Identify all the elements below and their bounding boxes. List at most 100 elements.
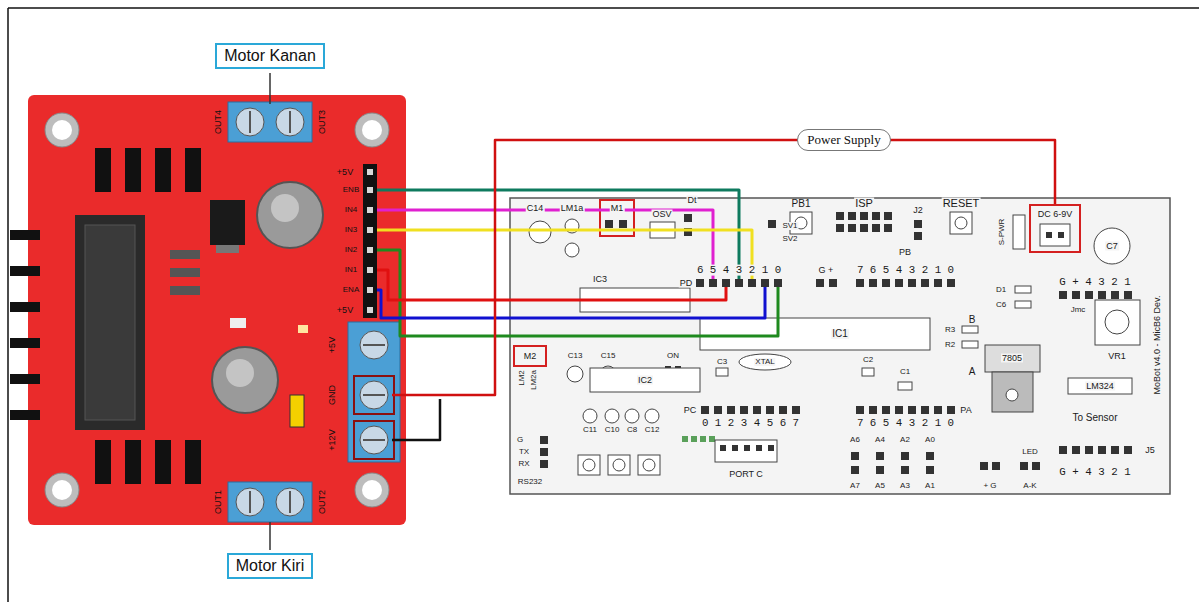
controller-board-part <box>540 436 548 468</box>
component-label: IC3 <box>592 275 608 284</box>
motor-driver-module-part <box>290 395 304 427</box>
motor-driver-module-part <box>355 473 389 507</box>
controller-board-part <box>1030 205 1080 252</box>
controller-board-part <box>851 452 934 474</box>
motor-driver-module-part <box>276 488 304 516</box>
motor-driver-module-part <box>362 480 382 500</box>
component-label: C11 <box>582 426 598 434</box>
motor-driver-module-part <box>212 347 278 413</box>
pin-label: OUT3 <box>318 110 327 134</box>
controller-board-part <box>565 243 579 257</box>
signal-wires <box>377 190 778 336</box>
motor-driver-module-part <box>228 482 312 522</box>
motor-driver-module-part <box>360 426 388 454</box>
controller-board-part <box>985 345 1040 372</box>
motor-driver-module-part <box>226 359 254 387</box>
controller-board-part <box>605 409 619 423</box>
motor-driver-module-part <box>354 376 394 414</box>
motor-driver-module-part <box>210 200 245 245</box>
motor-driver-module-part <box>10 302 40 312</box>
controller-board-part <box>701 406 800 414</box>
controller-board-part <box>1013 215 1025 249</box>
controller-board-part <box>720 445 774 451</box>
pin-label: +12V <box>328 429 337 450</box>
controller-board-part <box>684 214 776 236</box>
component-label: PC <box>683 406 698 415</box>
motor-driver-module-part <box>95 440 111 484</box>
controller-board-part <box>583 409 597 423</box>
controller-board-part <box>700 318 930 350</box>
controller-board-part <box>510 198 1170 494</box>
component-label: G + <box>818 266 835 275</box>
controller-board-part <box>613 459 625 471</box>
component-label: IC2 <box>637 376 653 385</box>
component-label: Jmc <box>1070 306 1087 314</box>
motor-driver-module-part <box>170 268 200 277</box>
controller-board-part <box>514 346 546 366</box>
component-label: RESET <box>942 198 981 209</box>
component-label: R2 <box>944 341 956 349</box>
motor-driver-module-part <box>249 491 251 513</box>
motor-driver-module-part <box>360 331 388 359</box>
component-label: 7 6 5 4 3 2 1 0 <box>857 418 954 429</box>
motor-driver-module-part <box>236 488 264 516</box>
component-label: DC 6-9V <box>1037 210 1074 219</box>
node-text: Power Supply <box>807 132 880 148</box>
motor-driver-module-part <box>354 421 394 459</box>
controller-board-part <box>1059 446 1132 454</box>
controller-board-part <box>955 217 967 229</box>
component-label: B <box>968 315 977 325</box>
controller-board-part <box>645 409 659 423</box>
component-label: A5 <box>874 482 886 490</box>
motor-driver-module-part <box>185 148 201 192</box>
controller-board-part <box>856 279 955 287</box>
component-label: SV2 <box>781 235 798 243</box>
controller-board-part <box>980 462 1040 470</box>
motor-driver-module-part <box>170 250 200 259</box>
controller-board-part <box>816 279 837 287</box>
motor-driver-module-part <box>355 113 389 147</box>
pin-label: IN4 <box>345 206 357 214</box>
motor-driver-module-part <box>363 344 385 346</box>
motor-driver-module-part <box>276 108 304 136</box>
motor-driver-module-part <box>230 318 246 328</box>
component-label: 7 6 5 4 3 2 1 0 <box>857 265 954 276</box>
component-label: C2 <box>862 356 874 364</box>
pin-label: OUT4 <box>214 110 223 134</box>
component-label: A7 <box>849 482 861 490</box>
pin-label: IN2 <box>345 246 357 254</box>
component-label: PORT C <box>728 470 764 479</box>
component-label: D1 <box>995 286 1007 294</box>
frame-lines-part <box>7 8 9 602</box>
component-label: A <box>968 367 977 377</box>
controller-board-part <box>682 436 715 442</box>
motor-driver-module-part <box>10 410 40 420</box>
component-label: C7 <box>1105 242 1119 251</box>
controller-board <box>510 198 1170 494</box>
pin-label: IN3 <box>345 226 357 234</box>
component-label: LM2 <box>518 369 526 387</box>
component-label: LM1a <box>560 204 585 213</box>
signal-wires-part <box>377 270 726 300</box>
controller-board-part <box>1095 300 1140 345</box>
signal-wires-part <box>377 287 765 318</box>
signal-wires-part <box>377 210 713 279</box>
controller-board-part <box>529 221 551 243</box>
component-label: G + 4 3 2 1 <box>1059 467 1130 478</box>
component-label: ISP <box>854 198 874 209</box>
controller-board-part <box>1105 310 1129 334</box>
component-label: J5 <box>1144 446 1156 455</box>
power-wires-part <box>392 140 1055 395</box>
component-label: RS232 <box>517 478 543 486</box>
controller-board-part <box>578 455 600 475</box>
motor-driver-module-part <box>170 286 200 295</box>
motor-driver-module-part <box>10 338 40 348</box>
controller-board-part <box>1040 224 1070 246</box>
controller-board-part <box>716 368 728 376</box>
component-label: C3 <box>716 358 728 366</box>
component-label: ON <box>666 352 680 360</box>
controller-board-part <box>962 341 978 348</box>
leader-lines <box>270 73 271 550</box>
component-label: 0 1 2 3 4 5 6 7 <box>702 418 799 429</box>
controller-board-part <box>898 382 912 390</box>
